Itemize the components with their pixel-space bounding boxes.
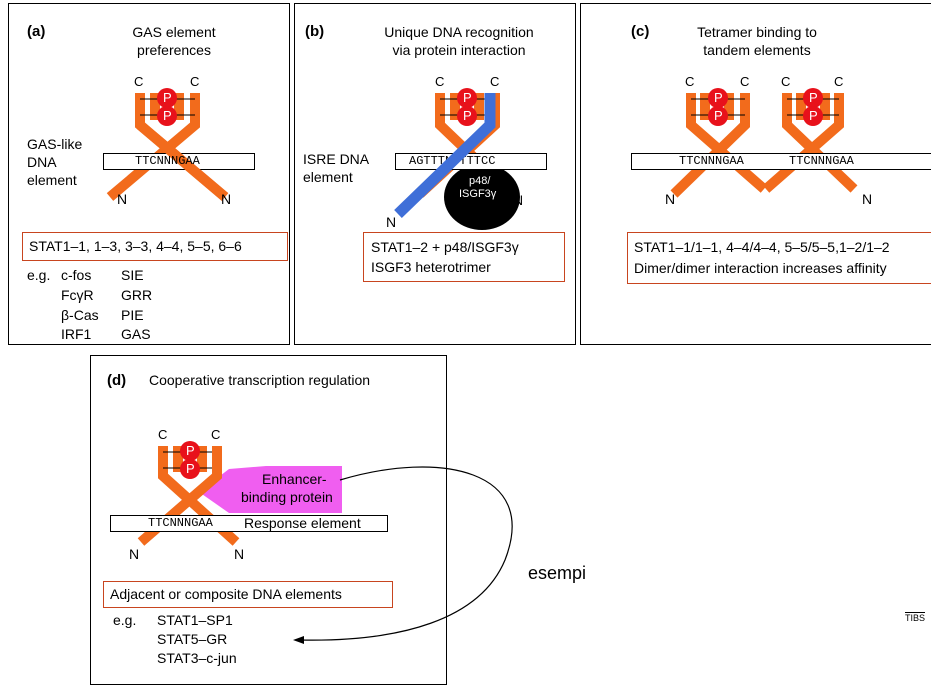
composite-box-d: Adjacent or composite DNA elements: [103, 581, 393, 608]
n-terminus-c-left: N: [665, 191, 676, 207]
phospho-top: P: [463, 90, 472, 105]
panel-b-title-2: via protein interaction: [392, 42, 526, 58]
example-a-3-element: PIE: [121, 307, 144, 323]
c-terminus-left: C: [158, 427, 168, 442]
example-a-1-element: SIE: [121, 267, 144, 283]
panel-c-letter: (c): [631, 23, 650, 40]
panel-a-title-2: preferences: [137, 42, 211, 58]
eg-label-a: e.g.: [27, 267, 51, 283]
n-terminus-left: N: [117, 191, 128, 207]
dimer-box-a: STAT1–1, 1–3, 3–3, 4–4, 5–5, 6–6: [22, 232, 288, 261]
c-terminus-right: C: [190, 74, 200, 89]
protein-label-b-2: ISGF3γ: [459, 188, 497, 200]
panel-d: (d) Cooperative transcription regulation…: [90, 355, 447, 685]
panel-a-title-1: GAS element: [132, 24, 216, 40]
dimer-line-c-1: STAT1–1/1–1, 4–4/4–4, 5–5/5–5,1–2/1–2: [634, 239, 890, 255]
enhancer-label-1: Enhancer-: [262, 471, 327, 487]
example-a-2-element: GRR: [121, 287, 153, 303]
element-label-a-1: GAS-like: [27, 136, 83, 152]
example-a-2-gene: FcγR: [61, 287, 94, 303]
panel-c: (c) Tetramer binding to tandem elements …: [580, 3, 931, 345]
stat-dimer-d: [137, 441, 342, 546]
dna-strand-b: [395, 153, 547, 170]
phospho-bottom: P: [186, 461, 195, 476]
example-a-4-gene: IRF1: [61, 326, 92, 342]
dna-sequence-c-2: TTCNNNGAA: [789, 154, 854, 168]
n-terminus-c-right: N: [862, 191, 873, 207]
phospho-c-3: P: [809, 90, 818, 105]
n-terminus-right: N: [513, 192, 524, 208]
dna-sequence-c-1: TTCNNNGAA: [679, 154, 744, 168]
composite-text: Adjacent or composite DNA elements: [110, 586, 342, 602]
panel-c-title-2: tandem elements: [703, 42, 811, 58]
c-terminus-c-4: C: [834, 74, 844, 89]
phospho-bottom: P: [163, 108, 172, 123]
panel-d-title: Cooperative transcription regulation: [149, 372, 371, 388]
n-terminus-right: N: [221, 191, 232, 207]
stat-legs-front-a: [136, 121, 229, 201]
dimer-box-c: STAT1–1/1–1, 4–4/4–4, 5–5/5–5,1–2/1–2 Di…: [627, 232, 931, 284]
dimer-line-b-2: ISGF3 heterotrimer: [371, 259, 491, 275]
element-label-b-2: element: [303, 169, 353, 185]
panel-b-title-1: Unique DNA recognition: [384, 24, 534, 40]
dna-sequence-d: TTCNNNGAA: [148, 516, 213, 530]
phospho-top: P: [186, 443, 195, 458]
element-label-a-2: DNA: [27, 154, 57, 170]
element-label-b-1: ISRE DNA: [303, 151, 370, 167]
protein-label-b-1: p48/: [469, 175, 491, 187]
example-a-3-gene: β-Cas: [61, 307, 99, 323]
phospho-bottom: P: [463, 108, 472, 123]
panel-b: (b) Unique DNA recognition via protein i…: [294, 3, 576, 345]
dimer-list-a: STAT1–1, 1–3, 3–3, 4–4, 5–5, 6–6: [29, 238, 242, 254]
phospho-c-1: P: [714, 90, 723, 105]
c-terminus-c-3: C: [781, 74, 791, 89]
source-logo: TIBS: [905, 612, 926, 623]
example-d-2: STAT5–GR: [157, 631, 228, 647]
stat-tetramer-c: [670, 88, 858, 198]
phospho-top: P: [163, 90, 172, 105]
dimer-line-c-2: Dimer/dimer interaction increases affini…: [634, 260, 887, 276]
phospho-c-4: P: [809, 108, 818, 123]
response-element-label: Response element: [244, 515, 361, 531]
eg-label-d: e.g.: [113, 612, 137, 628]
element-label-a-3: element: [27, 172, 77, 188]
dna-sequence-a: TTCNNNGAA: [135, 154, 200, 168]
example-a-4-element: GAS: [121, 326, 151, 342]
phospho-c-2: P: [714, 108, 723, 123]
panel-d-letter: (d): [107, 372, 127, 389]
c-terminus-left: C: [435, 74, 445, 89]
panel-a-letter: (a): [27, 23, 46, 40]
c-terminus-c-2: C: [740, 74, 750, 89]
c-terminus-right: C: [490, 74, 500, 89]
example-d-1: STAT1–SP1: [157, 612, 233, 628]
n-terminus-right: N: [234, 546, 245, 562]
dna-strand-c: [631, 153, 931, 170]
panel-c-title-1: Tetramer binding to: [697, 24, 817, 40]
enhancer-label-2: binding protein: [241, 489, 333, 505]
example-a-1-gene: c-fos: [61, 267, 92, 283]
n-terminus-left: N: [129, 546, 140, 562]
c-terminus-right: C: [211, 427, 221, 442]
n-terminus-left: N: [386, 214, 397, 230]
c-terminus-left: C: [134, 74, 144, 89]
isgf3-blue-chain: [394, 93, 496, 218]
panel-b-letter: (b): [305, 23, 325, 40]
annotation-esempi: esempi: [528, 563, 587, 583]
c-terminus-c-1: C: [685, 74, 695, 89]
panel-a: (a) GAS element preferences C C P P GAS-…: [8, 3, 290, 345]
dimer-line-b-1: STAT1–2 + p48/ISGF3γ: [371, 239, 519, 255]
example-d-3: STAT3–c-jun: [157, 650, 237, 666]
dimer-box-b: STAT1–2 + p48/ISGF3γ ISGF3 heterotrimer: [363, 232, 565, 282]
